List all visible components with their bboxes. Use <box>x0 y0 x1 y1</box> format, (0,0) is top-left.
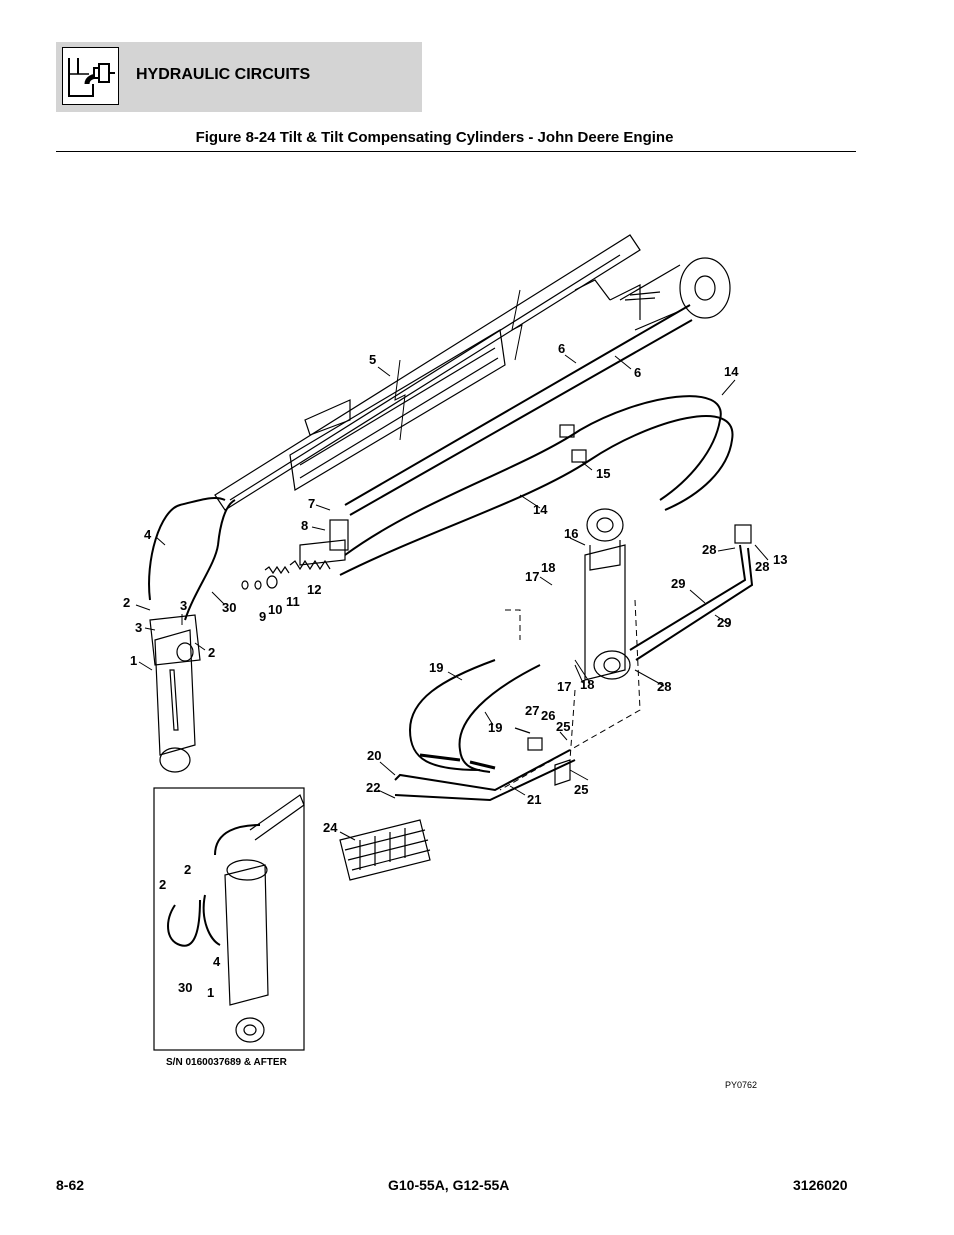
callout-17: 17 <box>557 679 571 694</box>
callout-18: 18 <box>580 677 594 692</box>
callout-28: 28 <box>755 559 769 574</box>
callout-25: 25 <box>556 719 570 734</box>
callout-21: 21 <box>527 792 541 807</box>
callout-14: 14 <box>533 502 548 517</box>
callout-30: 30 <box>178 980 192 995</box>
callout-15: 15 <box>596 466 610 481</box>
callout-13: 13 <box>773 552 787 567</box>
callout-9: 9 <box>259 609 266 624</box>
hose-30 <box>184 499 236 621</box>
callout-2: 2 <box>184 862 191 877</box>
callout-3: 3 <box>180 598 187 613</box>
callout-6: 6 <box>558 341 565 356</box>
hose-14 <box>344 395 722 556</box>
callout-14: 14 <box>724 364 739 379</box>
callout-3: 3 <box>135 620 142 635</box>
callout-16: 16 <box>564 526 578 541</box>
hose-19 <box>408 659 541 773</box>
callout-1: 1 <box>130 653 137 668</box>
callout-30: 30 <box>222 600 236 615</box>
compensating-cylinder <box>584 544 626 681</box>
callout-5: 5 <box>369 352 376 367</box>
hydraulic-circuits-icon <box>62 47 119 105</box>
callout-28: 28 <box>702 542 716 557</box>
callout-6: 6 <box>634 365 641 380</box>
callout-2: 2 <box>159 877 166 892</box>
callout-22: 22 <box>366 780 380 795</box>
callout-27: 27 <box>525 703 539 718</box>
callout-18: 18 <box>541 560 555 575</box>
callout-4: 4 <box>213 954 221 969</box>
callout-1: 1 <box>207 985 214 1000</box>
callout-19: 19 <box>429 660 443 675</box>
callout-2: 2 <box>123 595 130 610</box>
callout-24: 24 <box>323 820 338 835</box>
section-header: HYDRAULIC CIRCUITS <box>56 42 422 112</box>
inset-serial-note: S/N 0160037689 & AFTER <box>166 1057 287 1068</box>
inset-box <box>153 787 305 1051</box>
hose-6 <box>344 304 693 516</box>
section-title: HYDRAULIC CIRCUITS <box>136 66 311 83</box>
callout-28: 28 <box>657 679 671 694</box>
callout-11: 11 <box>286 594 300 609</box>
drawing-reference: PY0762 <box>725 1080 758 1090</box>
spring-12 <box>289 559 331 571</box>
callout-26: 26 <box>541 708 555 723</box>
boom-frame <box>214 234 641 511</box>
callout-20: 20 <box>367 748 381 763</box>
callout-19: 19 <box>488 720 502 735</box>
boom-chain <box>289 329 506 491</box>
callout-10: 10 <box>268 602 282 617</box>
callout-29: 29 <box>671 576 685 591</box>
callout-12: 12 <box>307 582 321 597</box>
callout-25: 25 <box>574 782 588 797</box>
footer-page-number: 8-62 <box>56 1177 85 1193</box>
title-rule <box>56 151 856 152</box>
control-valve <box>339 819 431 881</box>
tilt-cylinder <box>154 629 196 756</box>
sheave <box>679 257 731 319</box>
callout-7: 7 <box>308 496 315 511</box>
hose-4 <box>148 496 226 601</box>
callout-2: 2 <box>208 645 215 660</box>
footer-models: G10-55A, G12-55A <box>388 1177 510 1193</box>
callout-17: 17 <box>525 569 539 584</box>
figure-title: Figure 8-24 Tilt & Tilt Compensating Cyl… <box>195 129 674 146</box>
hose-21 <box>394 749 576 802</box>
callout-4: 4 <box>144 527 152 542</box>
footer-doc-number: 3126020 <box>793 1177 848 1193</box>
callout-8: 8 <box>301 518 308 533</box>
hose-29 <box>629 544 754 661</box>
